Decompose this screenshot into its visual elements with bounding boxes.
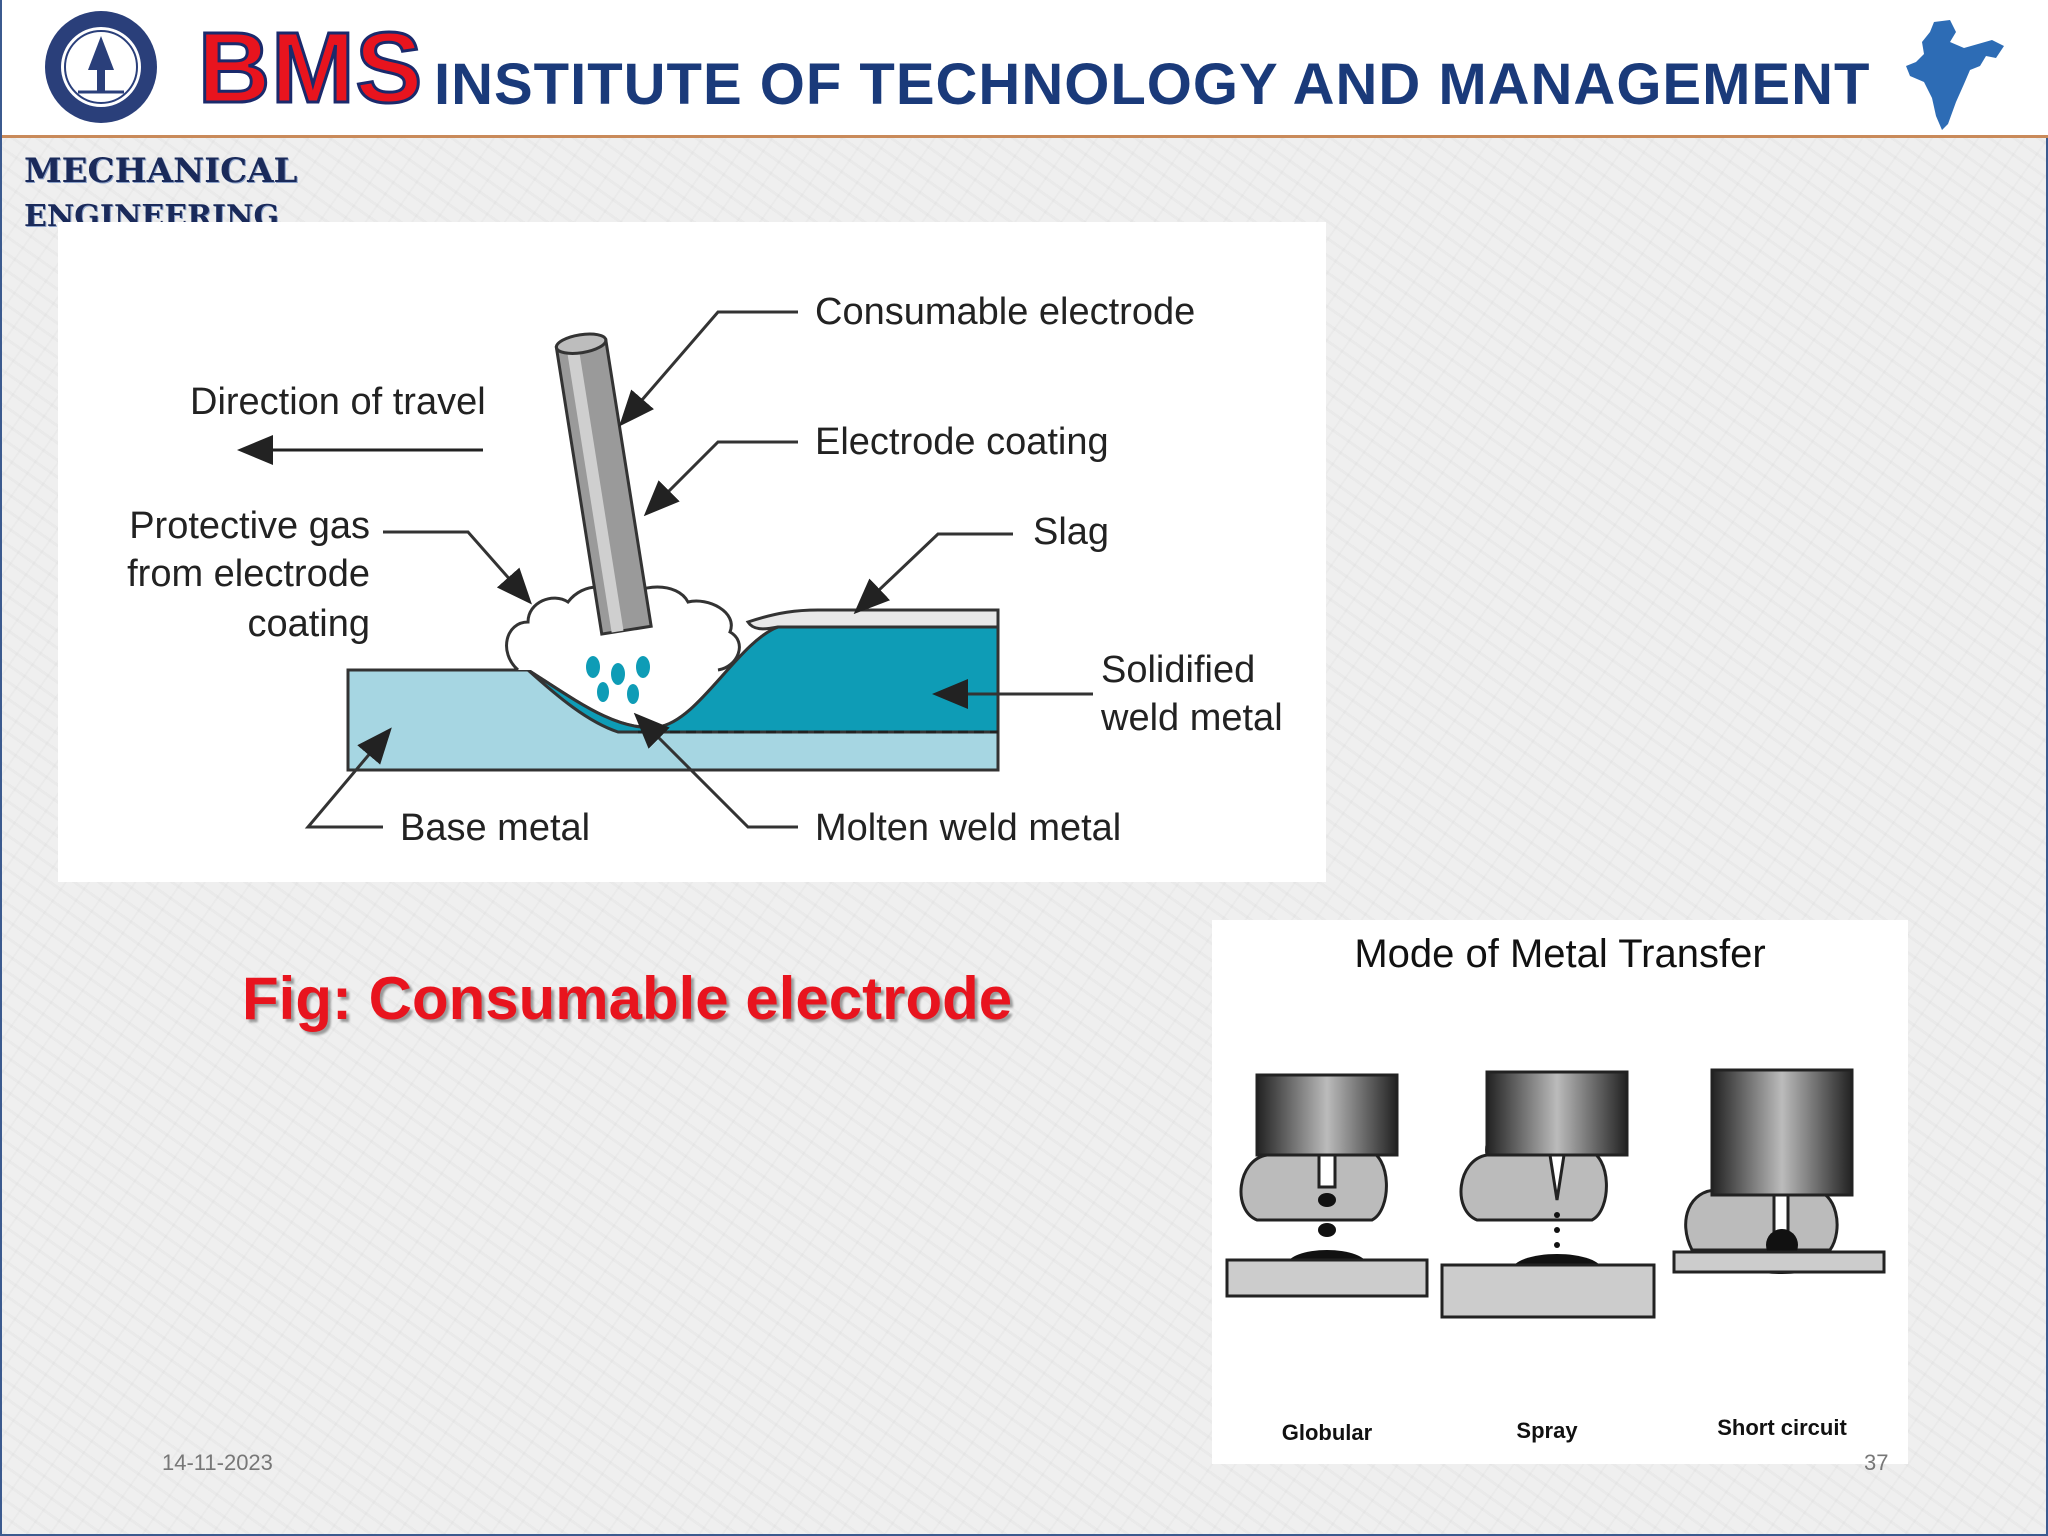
india-map-icon bbox=[1906, 20, 2004, 130]
mode-globular: Globular bbox=[1225, 1073, 1429, 1445]
metal-transfer-diagram: Mode of Metal Transfer Globular bbox=[1212, 920, 1908, 1464]
footer-date: 14-11-2023 bbox=[162, 1450, 273, 1475]
label-consumable-electrode: Consumable electrode bbox=[815, 291, 1195, 333]
metal-transfer-title: Mode of Metal Transfer bbox=[1354, 932, 1766, 976]
brand-logo-text: BMS bbox=[196, 11, 424, 126]
label-direction-of-travel: Direction of travel bbox=[190, 381, 486, 423]
weld-metal bbox=[526, 625, 1000, 734]
label-molten-weld-metal: Molten weld metal bbox=[815, 807, 1121, 849]
mode-short-circuit: Short circuit bbox=[1672, 1068, 1886, 1440]
electrode-rod bbox=[554, 332, 653, 636]
label-protective-gas-3: coating bbox=[247, 603, 370, 645]
header-bar: BMS INSTITUTE OF TECHNOLOGY AND MANAGEME… bbox=[2, 0, 2048, 138]
figure-caption: Fig: Consumable electrode bbox=[242, 965, 1013, 1032]
slag-layer bbox=[745, 608, 1000, 631]
consumable-electrode-diagram: Consumable electrode Direction of travel… bbox=[58, 222, 1326, 882]
department-line1: MECHANICAL bbox=[24, 151, 298, 191]
mode-label-short-circuit: Short circuit bbox=[1717, 1415, 1847, 1440]
mode-label-spray: Spray bbox=[1516, 1418, 1578, 1443]
mode-spray: Spray bbox=[1440, 1070, 1656, 1443]
footer-page-number: 37 bbox=[1864, 1450, 1889, 1475]
metal-droplets bbox=[586, 656, 650, 704]
label-solidified-2: weld metal bbox=[1100, 697, 1283, 739]
label-protective-gas-1: Protective gas bbox=[129, 505, 370, 547]
label-solidified-1: Solidified bbox=[1101, 649, 1255, 691]
label-protective-gas-2: from electrode bbox=[127, 553, 370, 595]
mode-label-globular: Globular bbox=[1282, 1420, 1373, 1445]
label-base-metal: Base metal bbox=[400, 807, 590, 849]
label-slag: Slag bbox=[1033, 511, 1109, 553]
label-electrode-coating: Electrode coating bbox=[815, 421, 1109, 463]
institute-name: INSTITUTE OF TECHNOLOGY AND MANAGEMENT bbox=[434, 52, 1871, 117]
college-seal-logo bbox=[45, 11, 157, 123]
